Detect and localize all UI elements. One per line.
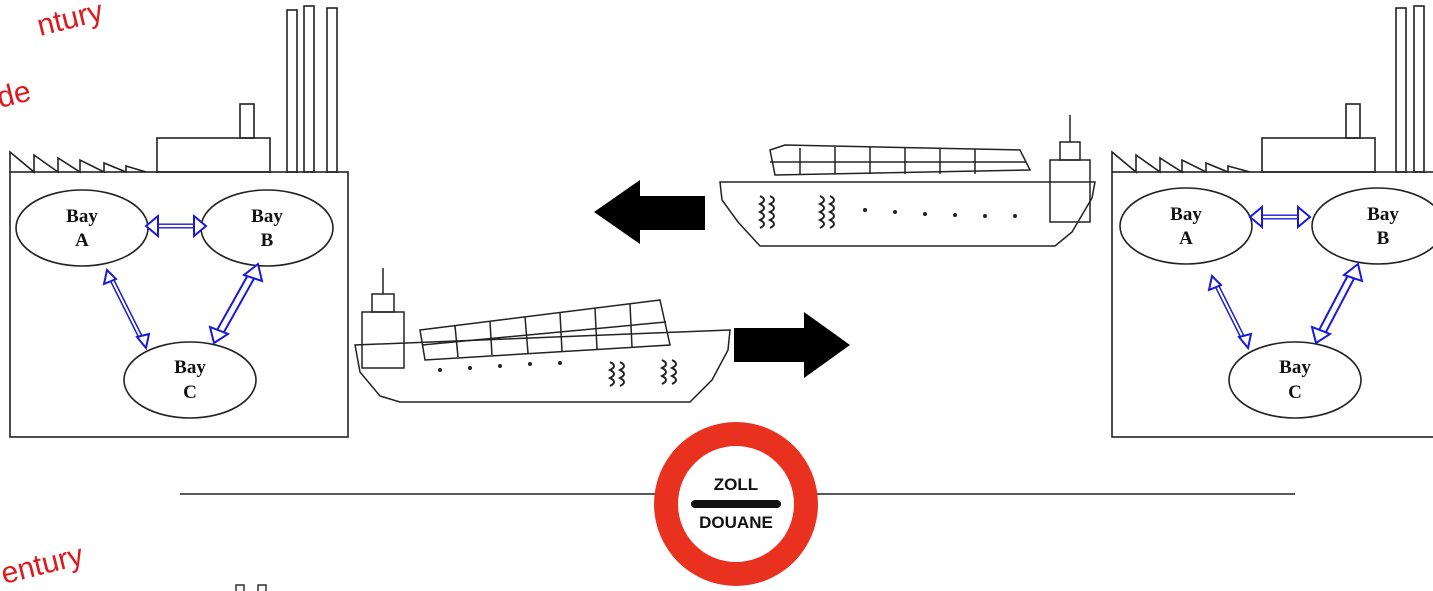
bottom-cropped-shape	[235, 584, 267, 591]
top-cut-text-line2: de	[0, 75, 34, 115]
right-arrow-b-c-head-top	[1341, 262, 1364, 283]
right-arrow-a-c-head-bottom	[1237, 332, 1253, 351]
right-bay-a	[1119, 187, 1253, 265]
arrow-left-black	[594, 180, 705, 244]
right-bays: Bay A Bay B Bay C	[1119, 187, 1433, 419]
right-arrow-a-c-head-top	[1207, 273, 1223, 292]
left-bay-a	[15, 189, 149, 267]
left-bay-c-letter: C	[183, 382, 197, 403]
top-cut-text: ntury de	[0, 0, 106, 115]
right-bay-c-title: Bay	[1279, 357, 1311, 378]
left-bays: Bay A Bay B Bay C	[15, 189, 334, 419]
right-bay-b-title: Bay	[1367, 204, 1399, 225]
right-bay-b-letter: B	[1377, 228, 1390, 249]
right-bay-c-letter: C	[1288, 382, 1302, 403]
right-chimney-1	[1395, 7, 1407, 173]
left-bay-a-title: Bay	[66, 206, 98, 227]
right-sawtooth-roof	[1111, 150, 1251, 174]
right-bay-b	[1311, 187, 1433, 265]
ship-upper-containers	[769, 144, 1032, 176]
left-bay-c	[123, 341, 257, 419]
right-factory	[1111, 5, 1433, 438]
left-chimney-2	[303, 5, 315, 173]
right-small-stack	[1345, 103, 1361, 139]
left-bay-b-letter: B	[261, 230, 274, 251]
left-arrow-a-b-head-left	[144, 213, 159, 239]
customs-sign: ZOLL DOUANE	[654, 422, 818, 586]
left-bay-a-letter: A	[75, 230, 89, 251]
left-chimney-1	[286, 9, 298, 173]
left-sawtooth-roof	[9, 150, 147, 174]
right-arrow-a-b-head-left	[1248, 204, 1263, 230]
left-arrow-b-c-head-bottom	[208, 325, 231, 345]
ship-upper	[719, 115, 1096, 247]
left-arrow-b-c-head-top	[241, 262, 264, 283]
right-bay-a-title: Bay	[1170, 204, 1202, 225]
right-bay-a-letter: A	[1179, 228, 1193, 249]
top-cut-text-line1: ntury	[34, 0, 107, 43]
left-bay-c-title: Bay	[174, 357, 206, 378]
left-arrow-a-c-head-bottom	[135, 332, 151, 351]
ship-lower-containers	[419, 299, 671, 361]
ship-upper-hull	[719, 181, 1096, 247]
left-bay-b	[200, 189, 334, 267]
left-annex	[156, 137, 271, 173]
customs-sign-line2: DOUANE	[699, 513, 773, 532]
right-chimney-2	[1413, 5, 1425, 173]
left-factory	[9, 5, 349, 438]
left-building	[9, 171, 349, 438]
left-small-stack	[239, 103, 255, 139]
customs-sign-line1: ZOLL	[714, 475, 758, 494]
right-arrow-a-b-head-right	[1297, 204, 1312, 230]
right-annex	[1261, 137, 1376, 173]
left-arrow-a-c-head-top	[102, 267, 118, 286]
bottom-cut-text: entury	[0, 539, 87, 591]
right-bay-c	[1228, 341, 1362, 419]
ship-lower-bridge	[361, 311, 405, 369]
right-arrow-b-c-head-bottom	[1310, 325, 1333, 345]
right-building	[1111, 171, 1433, 438]
ship-lower	[354, 268, 731, 403]
ship-lower-hull	[354, 329, 731, 403]
left-chimney-3	[326, 7, 338, 173]
left-arrow-a-b-head-right	[193, 213, 208, 239]
left-bay-b-title: Bay	[251, 206, 283, 227]
arrow-right-black	[734, 312, 850, 378]
customs-sign-bar	[691, 500, 781, 508]
